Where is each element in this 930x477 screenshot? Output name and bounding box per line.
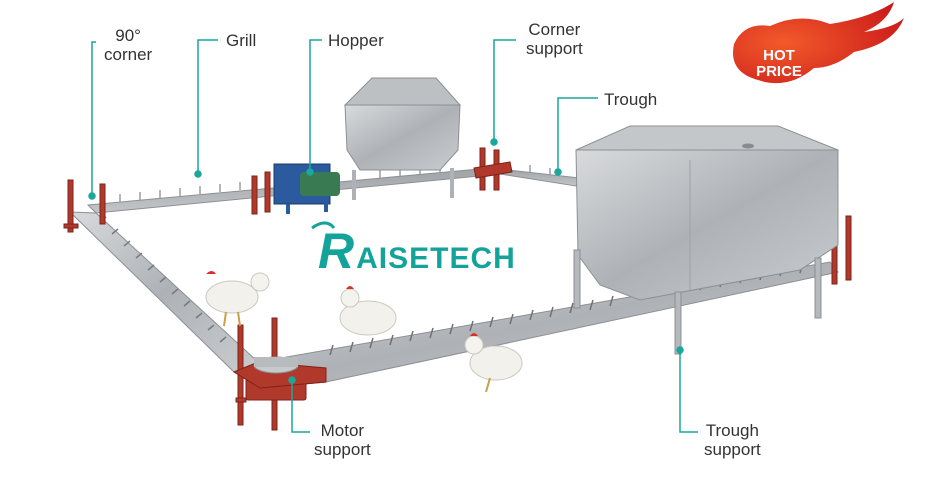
label-grill: Grill	[226, 31, 257, 50]
chicken-1	[205, 271, 270, 327]
label-trough: Trough	[604, 90, 658, 109]
motor-support-plate	[253, 356, 299, 374]
callout-lines	[88, 39, 698, 433]
back-hopper	[343, 77, 462, 200]
brand-logo-text: AISETECH	[356, 242, 516, 275]
label-motor-support: Motor support	[314, 421, 371, 459]
brand-logo: R AISETECH	[318, 226, 516, 276]
brand-logo-mark	[311, 221, 336, 230]
label-corner-support: Corner support	[526, 20, 583, 58]
label-hopper: Hopper	[328, 31, 384, 50]
chicken-3	[464, 333, 523, 393]
front-hopper	[573, 125, 839, 355]
hot-price-badge	[733, 2, 904, 84]
chicken-2	[339, 286, 397, 336]
motor-unit	[273, 163, 340, 214]
label-90-corner: 90° corner	[104, 26, 153, 64]
hot-price-text: HOT PRICE	[756, 47, 802, 80]
brand-logo-r: R	[318, 223, 355, 279]
label-trough-support: Trough support	[704, 421, 761, 459]
